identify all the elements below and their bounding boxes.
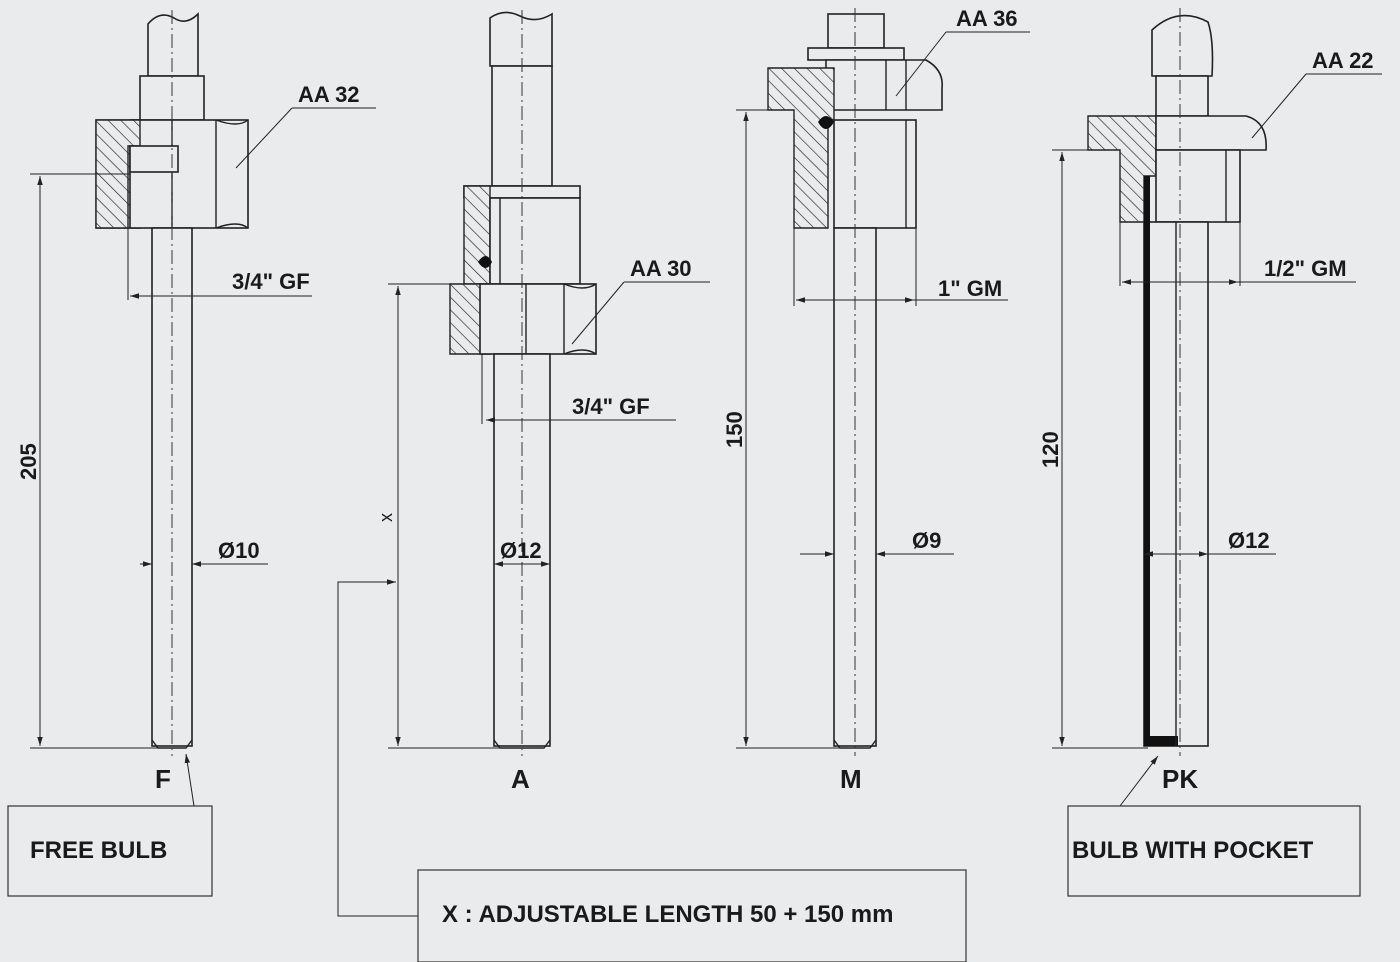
variant-f-across-flats: AA 32 (298, 82, 360, 107)
variant-f-thread: 3/4" GF (232, 269, 310, 294)
adjustable-length-note-box (417, 869, 967, 962)
variant-m-drawing (736, 8, 1030, 756)
variant-pk-drawing (1052, 8, 1382, 807)
variant-f-length: 205 (16, 443, 41, 480)
variant-a-thread: 3/4" GF (572, 394, 650, 419)
free-bulb-note-box (7, 805, 213, 897)
variant-m-diameter: Ø9 (912, 528, 941, 553)
variant-f-diameter: Ø10 (218, 538, 260, 563)
variant-pk-diameter: Ø12 (1228, 528, 1270, 553)
bulb-with-pocket-note-box (1067, 805, 1361, 897)
variant-pk-across-flats: AA 22 (1312, 48, 1374, 73)
variant-m-code: M (840, 764, 862, 794)
variant-m-across-flats: AA 36 (956, 6, 1018, 31)
variant-f-code: F (155, 764, 171, 794)
free-bulb-note: FREE BULB (30, 837, 167, 864)
variant-a-code: A (511, 764, 530, 794)
variant-a-length: x (376, 513, 396, 522)
variant-pk-code: PK (1162, 764, 1198, 794)
variant-a-across-flats: AA 30 (630, 256, 692, 281)
variant-pk-length: 120 (1038, 431, 1063, 468)
variant-m-thread: 1" GM (938, 276, 1002, 301)
variant-m-length: 150 (722, 411, 747, 448)
variant-a-diameter: Ø12 (500, 538, 542, 563)
variant-pk-thread: 1/2" GM (1264, 256, 1347, 281)
adjustable-length-note: X : ADJUSTABLE LENGTH 50 + 150 mm (442, 901, 893, 928)
variant-a-drawing (388, 10, 710, 756)
bulb-with-pocket-note: BULB WITH POCKET (1072, 837, 1314, 864)
variant-f-drawing (30, 10, 376, 807)
